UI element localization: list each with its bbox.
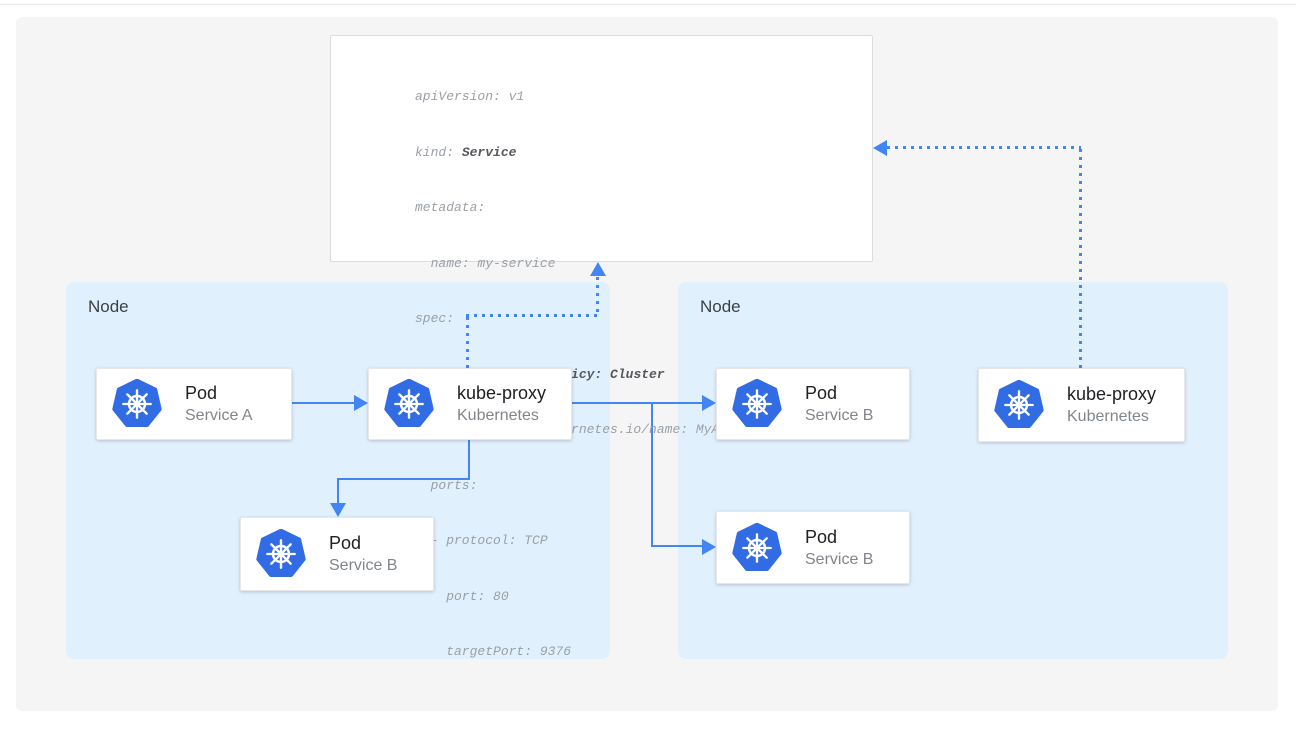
node-box-right: Node: [678, 282, 1228, 659]
pod-title: Pod: [805, 526, 838, 547]
card-text: Pod Service A: [185, 382, 253, 426]
arrow-kube-proxy-to-pod-b-left-segment: [337, 478, 470, 480]
node-box-left: Node: [66, 282, 610, 659]
arrowhead-right: [354, 395, 368, 411]
kube-proxy-title: kube-proxy: [457, 383, 547, 403]
dotted-arrow-left-kube-proxy-to-service-segment: [466, 314, 599, 317]
code-text: port: 80: [415, 588, 509, 604]
code-line: port: 80: [415, 588, 872, 607]
code-text: name: my-service: [415, 255, 556, 271]
card-text: kube-proxy Kubernetes: [1067, 383, 1156, 427]
kubernetes-icon: [112, 379, 162, 427]
arrow-kube-proxy-to-pod-b-left-segment: [468, 440, 470, 480]
code-text: targetPort: 9376: [415, 644, 572, 659]
kubernetes-icon: [732, 379, 782, 427]
dotted-arrow-right-kube-proxy-to-service-segment: [887, 146, 1081, 149]
code-line: - protocol: TCP: [415, 532, 872, 551]
code-text: ports:: [415, 477, 478, 493]
code-text: - protocol: TCP: [415, 533, 548, 548]
code-text: kind:: [415, 144, 462, 160]
arrow-pod-a-to-kube-proxy-segment: [292, 402, 356, 404]
arrow-kube-proxy-to-pod-b-right-lower-segment: [651, 545, 702, 547]
code-text-bold: Service: [461, 144, 517, 160]
pod-card-service-b-left: Pod Service B: [240, 517, 434, 591]
arrowhead-right: [702, 539, 716, 555]
arrowhead-right: [702, 395, 716, 411]
kubernetes-icon: [994, 380, 1044, 428]
kube-proxy-subtitle: Kubernetes: [457, 407, 539, 424]
dotted-arrow-left-kube-proxy-to-service-segment: [596, 277, 599, 314]
arrow-kube-proxy-to-pod-b-left-segment: [337, 478, 339, 505]
card-text: Pod Service B: [805, 526, 873, 570]
code-line: apiVersion: v1: [415, 88, 872, 107]
pod-subtitle: Service B: [805, 550, 874, 568]
code-line: name: my-service: [415, 255, 872, 274]
kubernetes-icon: [256, 529, 306, 577]
pod-title: Pod: [329, 533, 362, 553]
service-manifest-panel: apiVersion: v1 kind: Service metadata: n…: [330, 35, 873, 659]
code-text: apiVersion: v1: [415, 89, 525, 104]
arrow-kube-proxy-to-pod-b-right-top-segment: [572, 402, 702, 404]
dotted-arrow-right-kube-proxy-to-service-segment: [1079, 149, 1082, 368]
arrowhead-up: [590, 262, 606, 276]
code-line: spec:: [415, 310, 872, 329]
pod-card-service-b-right-lower: Pod Service B: [716, 511, 910, 584]
card-text: Pod Service B: [805, 382, 873, 426]
code-text: metadata:: [415, 200, 486, 215]
top-divider: [0, 4, 1296, 5]
pod-subtitle: Service A: [185, 407, 253, 424]
node-label: Node: [700, 297, 741, 316]
dotted-arrow-left-kube-proxy-to-service-segment: [466, 317, 469, 368]
kubernetes-icon: [384, 379, 434, 427]
code-line: ports:: [415, 477, 872, 496]
kube-proxy-card-left: kube-proxy Kubernetes: [368, 368, 572, 440]
kubernetes-icon: [732, 522, 782, 571]
pod-card-service-b-right-top: Pod Service B: [716, 368, 910, 440]
code-line: kind: Service: [415, 144, 872, 163]
code-line: metadata:: [415, 199, 872, 218]
pod-title: Pod: [805, 383, 838, 403]
kube-proxy-subtitle: Kubernetes: [1067, 408, 1149, 425]
code-text: spec:: [415, 311, 455, 326]
kube-proxy-card-right: kube-proxy Kubernetes: [978, 368, 1185, 442]
arrow-kube-proxy-to-pod-b-right-lower-segment: [651, 402, 653, 546]
pod-subtitle: Service B: [329, 557, 398, 574]
card-text: kube-proxy Kubernetes: [457, 382, 546, 426]
pod-title: Pod: [185, 383, 218, 403]
code-line: targetPort: 9376: [415, 643, 872, 662]
pod-subtitle: Service B: [805, 407, 874, 424]
pod-card-service-a: Pod Service A: [96, 368, 292, 440]
arrowhead-left: [873, 140, 887, 156]
arrowhead-down: [330, 503, 346, 517]
node-label: Node: [88, 297, 129, 316]
card-text: Pod Service B: [329, 532, 397, 576]
kube-proxy-title: kube-proxy: [1067, 384, 1157, 404]
